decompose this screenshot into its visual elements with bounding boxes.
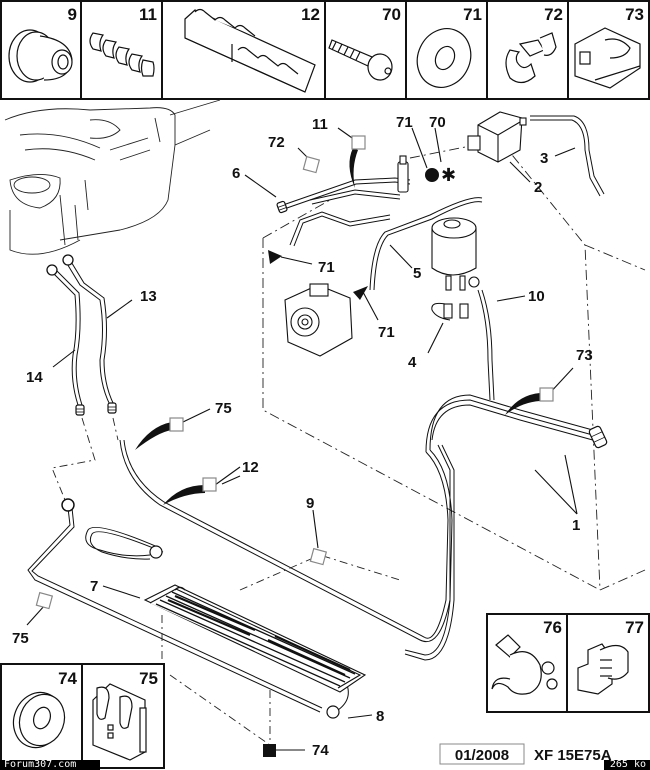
label-71-top: 71: [396, 114, 413, 131]
panel-number: 73: [625, 5, 644, 24]
detail-panel-75[interactable]: 75: [92, 669, 158, 761]
leader-dashes-left: [51, 417, 119, 501]
callouts: [26, 127, 578, 751]
panel-number: 77: [625, 618, 644, 637]
label-9: 9: [306, 495, 314, 512]
marker-square-74: [263, 744, 276, 757]
label-8: 8: [376, 708, 384, 725]
label-75-upper: 75: [215, 400, 232, 417]
detail-panel-77[interactable]: 77: [577, 618, 644, 695]
label-1: 1: [572, 517, 580, 534]
washer-icon: [416, 28, 472, 88]
assembly-outline: [262, 139, 646, 591]
marker-square-11: [351, 135, 366, 150]
pointer-swooshes: [135, 148, 540, 505]
label-72: 72: [268, 134, 285, 151]
watermark-right: 265 ko: [604, 760, 650, 770]
marker-circle-71: [425, 168, 439, 182]
marker-square-73: [539, 387, 554, 402]
panel-number: 76: [543, 618, 562, 637]
detail-panel-9[interactable]: 9: [8, 5, 77, 83]
label-13: 13: [140, 288, 157, 305]
panel-number: 72: [544, 5, 563, 24]
label-70: 70: [429, 114, 446, 131]
label-11: 11: [312, 116, 328, 133]
bracket-clip-icon: [574, 27, 641, 89]
detail-panel-72[interactable]: 72: [505, 5, 563, 84]
fuel-filter: [431, 217, 480, 319]
callout-markers: ✱: [35, 135, 554, 757]
connector-block: [397, 155, 409, 193]
label-71-lower: 71: [378, 324, 395, 341]
fuel-cooler-heater: [143, 584, 367, 693]
pipe-clip-icon: [505, 32, 557, 84]
hose-clip-icon: [491, 634, 558, 695]
detail-panel-73[interactable]: 73: [574, 5, 644, 89]
pipe-ends-left: [46, 254, 117, 416]
detail-panel-76[interactable]: 76: [491, 618, 562, 695]
fuel-lines-left: [49, 259, 115, 406]
grommet-icon: [12, 691, 66, 749]
marker-square-9: [309, 547, 328, 566]
label-12: 12: [242, 459, 259, 476]
label-5: 5: [413, 265, 421, 282]
bottom-right-detail-strip: 76 77: [486, 613, 650, 713]
marker-triangle-71b: [353, 286, 368, 300]
label-6: 6: [232, 165, 240, 182]
callout-labels: 1 2 3 4 5 6 7 8 9 10 11 12 13 14 70 71 7…: [12, 114, 593, 759]
label-3: 3: [540, 150, 548, 167]
marker-asterisk-70: ✱: [441, 165, 456, 186]
engine-block: [4, 99, 221, 255]
grommet-icon: [8, 29, 73, 83]
fuel-heater-pump: [467, 111, 527, 163]
marker-square-75a: [169, 417, 184, 432]
label-7: 7: [90, 578, 98, 595]
footer-reference: XF 15E75A: [534, 747, 612, 764]
double-clip-icon: [577, 643, 629, 695]
marker-square-72: [302, 155, 321, 174]
pipe-ends-lower: [61, 425, 608, 719]
panel-number: 75: [139, 669, 158, 688]
footer-date: 01/2008: [455, 747, 509, 764]
fuel-lines-lower: [27, 394, 601, 713]
label-74: 74: [312, 742, 329, 759]
label-71-mid: 71: [318, 259, 335, 276]
label-4: 4: [408, 354, 417, 371]
detail-panel-71[interactable]: 71: [408, 5, 482, 96]
label-10: 10: [528, 288, 545, 305]
high-pressure-pump: [284, 283, 353, 357]
panel-number: 9: [68, 5, 77, 24]
diagram-footer: 01/2008 XF 15E75A: [439, 743, 612, 765]
top-detail-strip: 9 11 12: [0, 0, 650, 100]
pipe-rail-icon: [184, 8, 316, 93]
bolt-icon: [328, 39, 393, 81]
marker-square-75b: [35, 591, 54, 610]
multi-clip-icon: [89, 32, 155, 77]
pipe-holder-icon: [92, 683, 147, 761]
label-2: 2: [534, 179, 542, 196]
marker-square-12: [202, 477, 217, 492]
panel-number: 12: [301, 5, 320, 24]
detail-panel-74[interactable]: 74: [6, 669, 78, 755]
watermark-left: Forum307.com: [0, 760, 100, 770]
panel-number: 70: [382, 5, 401, 24]
detail-panel-70[interactable]: 70: [328, 5, 401, 81]
detail-panel-11[interactable]: 11: [89, 5, 157, 77]
detail-panel-12[interactable]: 12: [184, 5, 320, 93]
panel-number: 11: [139, 5, 157, 24]
label-73: 73: [576, 347, 593, 364]
bottom-left-detail-strip: 74 75: [0, 663, 165, 769]
marker-triangle-71a: [268, 250, 282, 264]
label-14: 14: [26, 369, 43, 386]
label-75-lower: 75: [12, 630, 29, 647]
panel-number: 71: [463, 5, 482, 24]
panel-number: 74: [58, 669, 77, 688]
leader-dashes-lower: [161, 554, 401, 746]
